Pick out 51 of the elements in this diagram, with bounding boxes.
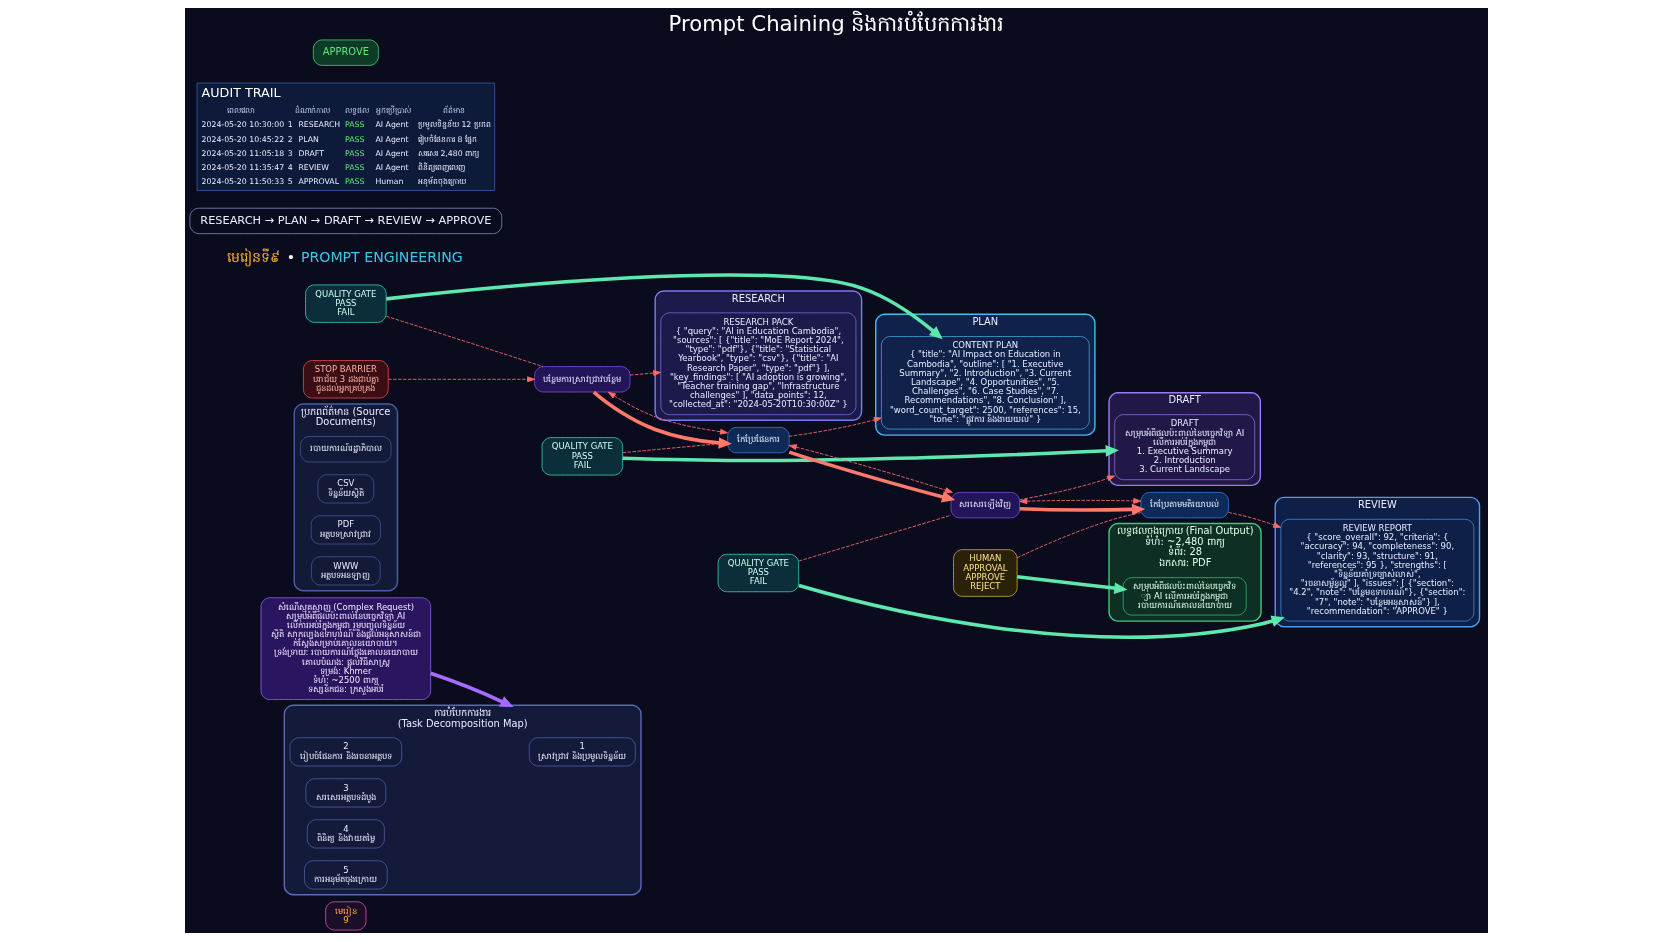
arrow [1016, 574, 1127, 594]
node-box: មេរៀន 9 [324, 901, 366, 931]
node-box: 5 ការអនុម័តចុងក្រោយ [303, 860, 388, 890]
arrow [387, 376, 535, 383]
arrow [797, 583, 1285, 639]
node-box: សំណើស្មុគស្មាញ (Complex Request) សម្រុបអំពីផលប៉ះពាល់នៃបច្ចេកវិទ្យា AI លើការអប់រំក្នុងកម្ពុជា រួមបញ្ចូលទិន្នន័យ ស្ថិតិ សាកល្បងឧទាហរណ៍ និងផ្តល់អនុសាសន៍ជាក់ស្តែងសម្រាប់គោលនយោបាយ។ ទ្រង់ទ្រាយ: របាយការណ៍ថ្លែងគោលនយោបាយ គោលបំណង: ផ្តល់វិធីសាស្ត្រ ទម្រង់: Khmer ទំហំ: ~2500 ពាក្យ ទស្សនិកជន: ក្រសួងអប់រំ [260, 597, 431, 700]
node-box: 1 ស្រាវជ្រាវ និងប្រមូលទិន្នន័យ [528, 737, 636, 767]
node-box: បន្ថែមការស្រាវជ្រាវបន្ថែម [533, 366, 630, 393]
node-box: STOP BARRIER បរាជ័យ 3 ដងជាប់គ្នា ជូនដល់អ្នកគ្រប់គ្រង [302, 360, 389, 399]
label: AUDIT TRAIL [201, 85, 281, 101]
label: RESEARCH → PLAN → DRAFT → REVIEW → APPROVE [199, 213, 491, 227]
node-box: QUALITY GATE PASS FAIL [304, 284, 386, 323]
connector [385, 315, 543, 367]
node-box: DRAFT សម្រុបអំពីផលប៉ះពាល់នៃបច្ចេកវិទ្យា AI លើការអប់រំក្នុងកម្ពុជា 1. Executive Summary 2. Introduction 3. Current Landscape [1113, 414, 1255, 481]
node-box: QUALITY GATE PASS FAIL [717, 553, 799, 593]
connector [1016, 512, 1141, 559]
label: • [286, 248, 295, 265]
arrow [385, 273, 943, 340]
node-box: PDF អត្ថបទស្រាវជ្រាវ [310, 515, 381, 545]
arrow [1018, 475, 1115, 501]
node-box: CSV ទិន្នន័យស្ថិតិ [317, 474, 374, 504]
arrow [629, 370, 661, 376]
arrow [1018, 498, 1141, 505]
arrow [592, 390, 732, 449]
node-box: 3 សរសេរអត្ថបទដំបូង [305, 778, 386, 808]
label: APPROVE [322, 46, 369, 58]
arrow [607, 391, 728, 435]
node-box: CONTENT PLAN { "title": "AI Impact on Education in Cambodia", "outline": [ "1. Executive Summary", "2. Introduction", "3. Current Landscape", "4. Opportunities", "5. Challenges", "6. Case Studies", "7. Recommendations", "8. Conclusion" ], "word_count_target": 2500, "references": 15, "tone": "ផ្លូវការ និងងាយយល់" } [880, 336, 1090, 430]
node-box: កែប្រែតាមមតិយោបល់ [1140, 492, 1229, 519]
arrow [788, 450, 955, 503]
arrow [1019, 503, 1145, 516]
arrow [788, 444, 953, 493]
node-box: RESEARCH PACK { "query": "AI in Education Cambodia", "sources": [ {"title": "MoE Report 2024", "type": "pdf"}, {"title": "Statistical Yearbook", "type": "csv"}, {"title": "AI Research Paper", "type": "pdf"} ], "key_findings": [ "AI adoption is growing", "Teacher training gap", "Infrastructure challenges" ], "data_points": 12, "collected_at": "2024-05-20T10:30:00Z" } [659, 312, 856, 415]
node-box: HUMAN APPROVAL APPROVE REJECT [952, 549, 1017, 597]
node-box: WWW អត្ថបទអនឡាញ [310, 556, 380, 586]
node-box: កែប្រែផែនការ [726, 427, 789, 454]
arrow [622, 445, 1119, 463]
diagram-title: Prompt Chaining និងការបំបែកការងារ [668, 10, 1004, 36]
label: PROMPT ENGINEERING [300, 248, 463, 265]
node-box: សរសេរឡើងវិញ [950, 492, 1020, 519]
label: មេរៀនទី៩ [226, 248, 280, 265]
connector [797, 514, 951, 562]
arrow [1227, 512, 1281, 528]
arrow [788, 417, 882, 437]
node-box: 2 រៀបចំផែនការ និងរចនាអត្ថបទ [289, 737, 402, 767]
arrow [429, 671, 514, 708]
node-box: REVIEW REPORT { "score_overall": 92, "criteria": { "accuracy": 94, "completeness": 90, "clarity": 93, "structure": 91, "references": 95 }, "strengths": [ "ទិន្នន័យគាំទ្រច្បាស់លាស់", "រចនាសម្ព័ន្ធល្អ" ], "issues": [ {"section": "4.2", "note": "បន្ថែមឧទាហរណ៍"}, {"section": "7", "note": "បន្ថែមអនុសាសន៍"} ], "recommendation": "APPROVE" } [1280, 518, 1474, 622]
node-box: QUALITY GATE PASS FAIL [541, 437, 623, 476]
node-box: របាយការណ៍រដ្ឋាភិបាល [299, 436, 391, 463]
node-box: សម្រុបអំពីផលប៉ះពាល់នៃបច្ចេកវិទ្យា AI លើការអប់រំក្នុងកម្ពុជា របាយការណ៍គោលនយោបាយ [1122, 577, 1247, 616]
node-box: 4 ពិនិត្យ និងវាយតម្លៃ [306, 819, 385, 849]
